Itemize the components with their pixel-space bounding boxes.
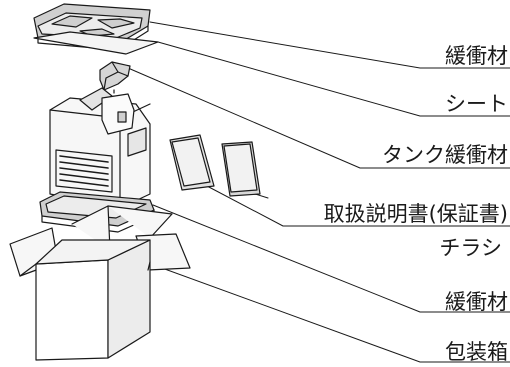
- sheet-part: [33, 31, 159, 55]
- leader-line-bottom-cushion: [152, 204, 510, 313]
- label-manual-warranty: 取扱説明書(保証書): [323, 202, 508, 226]
- leader-line-manual: [206, 185, 510, 227]
- label-flyer: チラシ: [439, 236, 502, 260]
- heater-part: [49, 87, 151, 209]
- label-bottom-cushion: 緩衝材: [445, 290, 508, 314]
- leader-lines: [127, 21, 510, 363]
- packing-box-part: [9, 205, 191, 361]
- leader-line-box: [139, 259, 510, 363]
- manual-part: [169, 134, 215, 191]
- label-packing-box: 包装箱: [445, 340, 508, 364]
- label-tank-cushion: タンク緩衝材: [382, 143, 508, 167]
- leader-line-sheet: [157, 41, 510, 117]
- label-top-cushion: 緩衝材: [445, 44, 508, 68]
- flyer-part: [221, 141, 261, 197]
- label-sheet: シート: [445, 92, 508, 116]
- leader-line-top-cushion: [149, 21, 510, 69]
- leader-line-tank-cushion: [127, 67, 510, 169]
